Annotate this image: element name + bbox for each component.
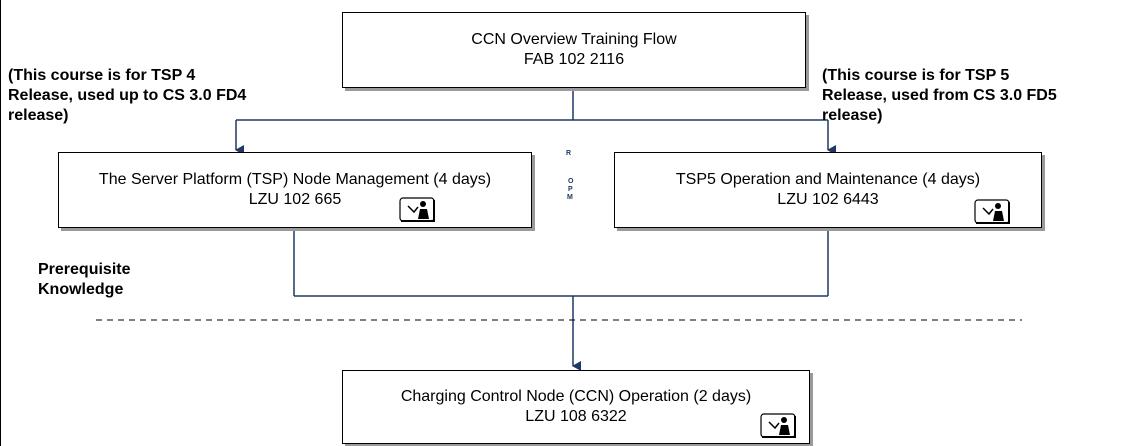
rpm-letter-o: O [568, 178, 574, 185]
node-tsp5-code: LZU 102 6443 [777, 191, 879, 208]
node-tsp4-code: LZU 102 665 [248, 191, 342, 208]
node-tsp4: The Server Platform (TSP) Node Managemen… [58, 152, 532, 228]
note-prerequisite-line: Knowledge [38, 281, 124, 298]
instructor-icon [974, 199, 1010, 224]
note-tsp5: (This course is for TSP 5 Release, used … [822, 66, 1057, 126]
node-ccn-title: Charging Control Node (CCN) Operation (2… [400, 388, 752, 405]
instructor-icon [399, 197, 435, 222]
node-ccn-code: LZU 108 6322 [525, 408, 627, 425]
note-tsp4-line: release) [8, 107, 69, 124]
note-tsp5-line: release) [822, 107, 883, 124]
node-tsp4-title: The Server Platform (TSP) Node Managemen… [98, 171, 492, 188]
note-tsp5-line: Release, used from CS 3.0 FD5 [822, 87, 1057, 104]
node-tsp5: TSP5 Operation and Maintenance (4 days) … [614, 152, 1042, 228]
page-border [0, 0, 1, 446]
instructor-icon [760, 413, 796, 438]
note-tsp4-line: Release, used up to CS 3.0 FD4 [8, 87, 247, 104]
note-tsp5-line: (This course is for TSP 5 [822, 67, 1010, 84]
note-tsp4-line: (This course is for TSP 4 [8, 67, 196, 84]
node-overview: CCN Overview Training Flow FAB 102 2116 [342, 12, 806, 88]
node-overview-code: FAB 102 2116 [523, 51, 625, 68]
note-prerequisite: Prerequisite Knowledge [38, 260, 130, 300]
node-ccn: Charging Control Node (CCN) Operation (2… [342, 370, 810, 444]
note-tsp4: (This course is for TSP 4 Release, used … [8, 66, 246, 126]
rpm-letter-r: R [566, 150, 572, 157]
rpm-letter-p: P [568, 186, 573, 193]
rpm-letter-m: M [567, 194, 573, 201]
node-overview-title: CCN Overview Training Flow [471, 31, 677, 48]
node-tsp5-title: TSP5 Operation and Maintenance (4 days) [675, 171, 981, 188]
note-prerequisite-line: Prerequisite [38, 261, 131, 278]
